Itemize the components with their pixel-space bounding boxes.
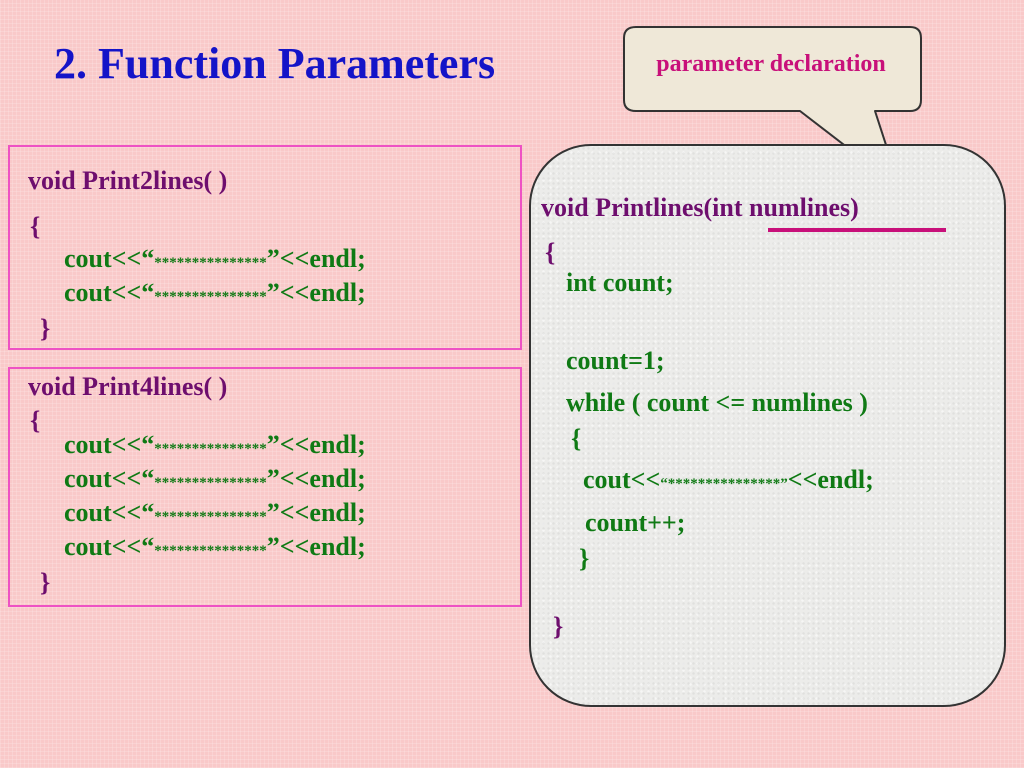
print4lines-open-brace: { [30, 406, 41, 435]
print4lines-line-3: cout<<“***************”<<endl; [64, 498, 366, 527]
print4lines-signature: void Print4lines( ) [28, 372, 228, 401]
callout-label: parameter declaration [656, 51, 886, 77]
count-init: count=1; [566, 346, 665, 375]
parameter-underline [768, 228, 946, 232]
while-open-brace: { [571, 424, 582, 453]
print4lines-box [8, 367, 522, 607]
print4lines-line-4: cout<<“***************”<<endl; [64, 532, 366, 561]
print2lines-open-brace: { [30, 212, 41, 241]
count-increment: count++; [585, 508, 686, 537]
print2lines-line-2: cout<<“***************”<<endl; [64, 278, 366, 307]
print4lines-close-brace: } [40, 568, 51, 597]
while-close-brace: } [579, 544, 590, 573]
while-statement: while ( count <= numlines ) [566, 388, 868, 417]
print2lines-close-brace: } [40, 314, 51, 343]
print2lines-signature: void Print2lines( ) [28, 166, 228, 195]
printlines-panel [529, 144, 1006, 707]
printlines-signature: void Printlines(int numlines) [541, 193, 859, 222]
cout-statement: cout<<“***************”<<endl; [583, 465, 874, 494]
print4lines-line-2: cout<<“***************”<<endl; [64, 464, 366, 493]
print4lines-line-1: cout<<“***************”<<endl; [64, 430, 366, 459]
slide-title: 2. Function Parameters [54, 39, 496, 88]
print2lines-box [8, 145, 522, 350]
printlines-open-brace: { [545, 238, 556, 267]
printlines-close-brace: } [553, 612, 564, 641]
print2lines-line-1: cout<<“***************”<<endl; [64, 244, 366, 273]
count-declaration: int count; [566, 268, 674, 297]
